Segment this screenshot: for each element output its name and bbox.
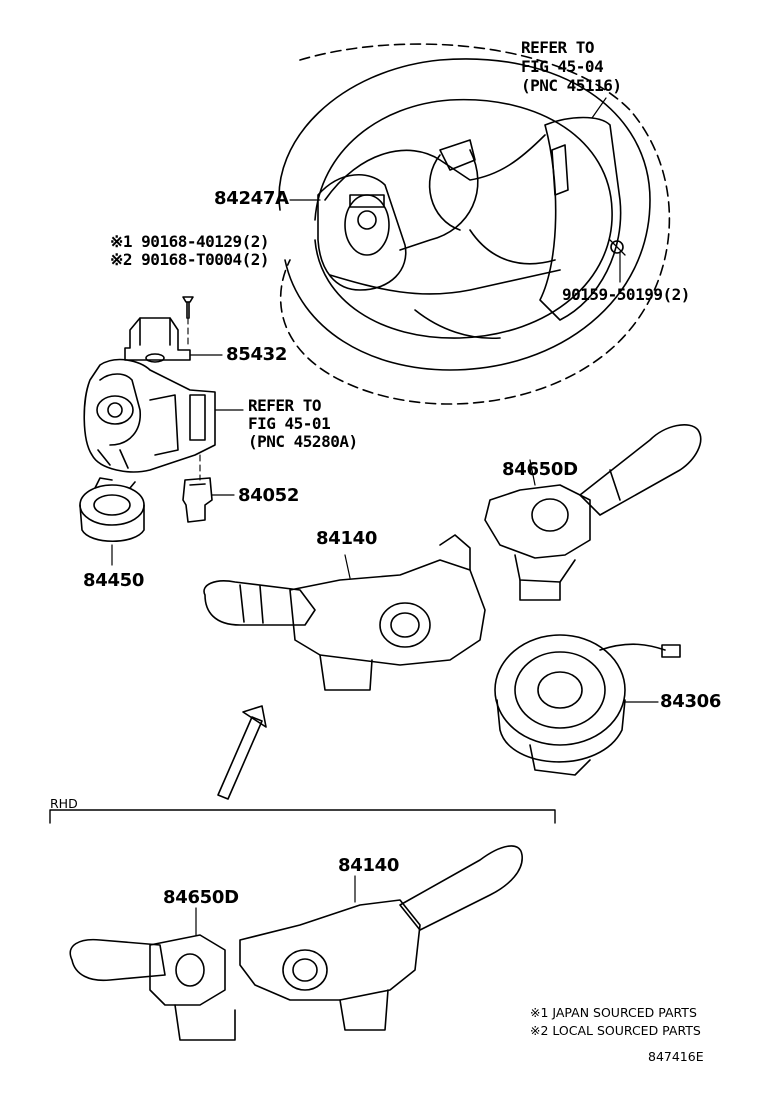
note-local-sourced: ※2 LOCAL SOURCED PARTS — [530, 1023, 701, 1038]
part-label-84052: 84052 — [238, 485, 300, 506]
bracket-85432 — [124, 317, 223, 363]
part-label-84450: 84450 — [83, 570, 145, 591]
direction-arrow — [217, 705, 267, 800]
part-label-90168-local: ※2 90168-T0004(2) — [110, 250, 270, 269]
ref-fig-45-01-line2: FIG 45-01 — [248, 414, 331, 433]
part-label-84650d-upper: 84650D — [502, 459, 578, 480]
ref-fig-45-04-line3: (PNC 45116) — [521, 76, 622, 95]
part-label-84306: 84306 — [660, 691, 722, 712]
switch-84140-upper — [203, 534, 486, 691]
part-label-90168-japan: ※1 90168-40129(2) — [110, 232, 270, 251]
screw-90168 — [182, 296, 194, 346]
rhd-label: RHD — [50, 796, 78, 811]
switch-84650d-rhd — [69, 907, 236, 1041]
column-housing — [83, 358, 244, 473]
part-label-90159: 90159-50199(2) — [562, 285, 690, 304]
ref-fig-45-04-line1: REFER TO — [521, 38, 595, 57]
ref-fig-45-04-line2: FIG 45-04 — [521, 57, 604, 76]
part-label-84247a: 84247A — [214, 188, 289, 209]
figure-code: 847416E — [648, 1049, 704, 1064]
steering-wheel — [278, 43, 671, 405]
switch-84140-rhd — [239, 845, 523, 1031]
part-label-85432: 85432 — [226, 344, 288, 365]
part-label-84650d-rhd: 84650D — [163, 887, 239, 908]
part-label-84140-rhd: 84140 — [338, 855, 400, 876]
switch-84650d-upper — [484, 424, 702, 601]
ref-fig-45-01-line1: REFER TO — [248, 396, 322, 415]
note-japan-sourced: ※1 JAPAN SOURCED PARTS — [530, 1005, 697, 1020]
spiral-cable-84306 — [494, 634, 681, 776]
ref-fig-45-01-line3: (PNC 45280A) — [248, 432, 358, 451]
cylinder-84052 — [182, 454, 235, 523]
rhd-bracket — [49, 809, 556, 824]
part-label-84140-upper: 84140 — [316, 528, 378, 549]
coil-84450 — [79, 477, 145, 566]
